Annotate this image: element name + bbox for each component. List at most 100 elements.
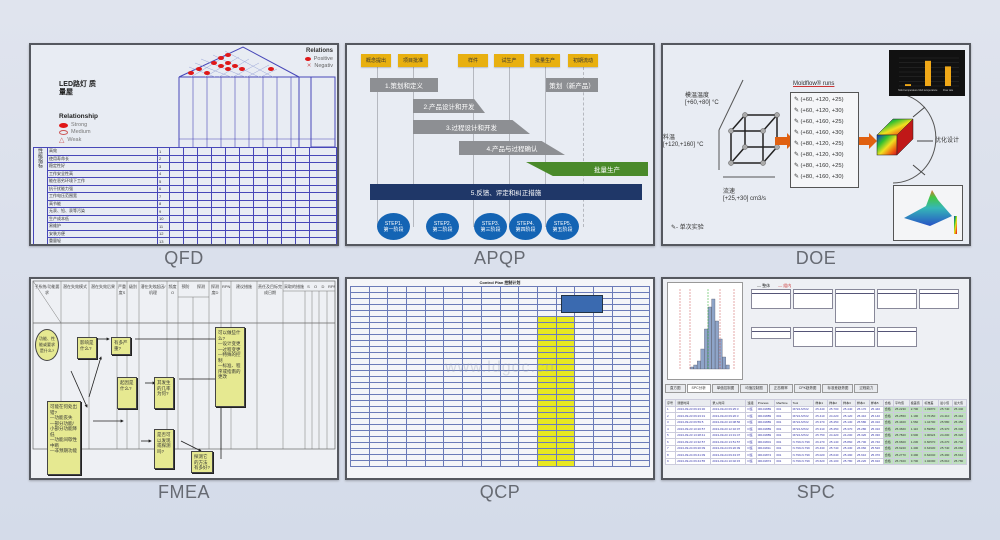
- spc-tab[interactable]: 正态概率: [768, 384, 793, 393]
- fmea-column-header: 严重度S: [118, 284, 126, 295]
- spc-cell: 25.780: [841, 457, 856, 465]
- phase-3: 3.过程设计和开发: [413, 120, 530, 134]
- spc-tab[interactable]: 过程能力: [854, 384, 879, 393]
- fmea-column-header: 潜在失效起因/机理: [140, 284, 166, 295]
- qfd-requirement: 无汞、铅、汞等污染: [47, 207, 158, 216]
- qfd-row-number: 3: [157, 162, 170, 171]
- phase-production: 批量生产: [526, 162, 648, 176]
- step-5: STEP5.第五阶段: [546, 213, 579, 240]
- qfd-row-number: 10: [157, 214, 170, 223]
- spc-cell: 合格: [882, 457, 894, 465]
- qcp-row: [350, 418, 650, 425]
- fmea-column-header: S: [307, 284, 310, 289]
- experiment-icon: ✎: [794, 97, 801, 103]
- histogram-bar: [711, 298, 716, 370]
- fmea-column-header: 子系统/功能要求: [34, 284, 60, 295]
- milestone-approval: 项目批准: [398, 54, 428, 67]
- runs-list: ✎ (+60, +120, +25)✎ (+60, +120, +30)✎ (+…: [790, 92, 859, 188]
- legend-weak: △Weak: [59, 137, 82, 144]
- fmea-column-header: 探测度D: [211, 284, 219, 295]
- fmea-column-header: 潜在失效后果: [91, 284, 115, 289]
- fmea-failure-box: 可能在何处出错? —功能丧失 —部分功能/小部分功能降低 —功能间歇性中断 —非…: [47, 401, 81, 475]
- qcp-panel: Control Plan 控制计划 www.ldgdc.cn: [345, 277, 655, 480]
- qfd-requirement: 高节能: [47, 199, 158, 208]
- qcp-row: [350, 430, 650, 437]
- bar-label: Melt temperature: [919, 89, 939, 92]
- qfd-row-number: 1: [157, 147, 170, 156]
- histogram-bar: [725, 364, 730, 370]
- phase-2: 2.产品设计和开发: [413, 99, 485, 113]
- fmea-detection-box: 是否可以发现或探测吗?: [154, 429, 174, 469]
- qfd-requirement: 高效: [47, 147, 158, 156]
- flow-label: 流速[+25,+30] cm3/s: [723, 189, 767, 202]
- histogram-bar: [715, 320, 719, 370]
- spc-cell: 25.610: [938, 457, 954, 465]
- doe-caption: DOE: [795, 248, 837, 268]
- milestone-prototype: 样件: [458, 54, 488, 67]
- qfd-requirement: 稳定性好: [47, 162, 158, 171]
- qfd-caption: QFD: [164, 248, 204, 268]
- phase-planning-new: 策划（新产品）: [546, 78, 598, 92]
- fmea-effect-box: 影响是什么?: [77, 337, 97, 359]
- spc-caption: SPC: [796, 482, 836, 502]
- fmea-column-header: 采取的措施: [284, 284, 304, 289]
- spc-tab[interactable]: CPK趋势图: [793, 384, 822, 393]
- bar-0: [905, 84, 911, 86]
- qfd-requirement: 易维护: [47, 222, 158, 231]
- qfd-house-roof: [178, 46, 336, 148]
- qfd-row-group: 性能指标: [33, 147, 48, 244]
- spc-tab[interactable]: SPC分析: [686, 384, 711, 393]
- spc-tab[interactable]: 直方图: [665, 384, 686, 393]
- qfd-requirement: 生产成本低: [47, 214, 158, 223]
- negative-icon: ✕: [306, 63, 312, 69]
- spc-cell: 001: [774, 457, 792, 465]
- milestone-concept: 概念提出: [361, 54, 391, 67]
- doe-legend: ✎- 单次实验: [671, 225, 704, 231]
- fmea-action-box: 可以做些什么? —设计变更 —过程变更 —特殊的控制 —标准、程序或指南的更改: [215, 327, 245, 407]
- step-4: STEP4.第四阶段: [509, 213, 542, 240]
- fmea-column-header: 责任及目标完成日期: [258, 284, 282, 295]
- moldflow-run: ✎ (+60, +120, +30): [794, 108, 844, 114]
- material-temp-label: 料温[+120,+160] °C: [663, 135, 704, 148]
- spc-cell: 25.910: [868, 457, 884, 465]
- qfd-row-number: 5: [157, 177, 170, 186]
- phase-5-feedback: 5.反馈、评定和纠正措施: [370, 184, 642, 200]
- fmea-column-header: 级别: [129, 284, 137, 289]
- relation-positive: Positive: [304, 56, 333, 62]
- qcp-row: [350, 322, 650, 329]
- moldflow-run: ✎ (+80, +160, +30): [794, 174, 844, 180]
- fmea-cause-box: 起因是什么?: [117, 377, 137, 409]
- spc-cell: D班: [745, 457, 757, 465]
- experiment-icon: ✎: [794, 119, 801, 125]
- histogram-bar: [707, 306, 712, 370]
- qcp-title: Control Plan 控制计划: [479, 280, 521, 285]
- bar-label: Flow rate: [943, 89, 954, 92]
- qfd-requirement: 使用寿命长: [47, 154, 158, 163]
- doe-panel: 模温温度[+60,+80] °C 料温[+120,+160] °C 流速[+25…: [661, 43, 971, 246]
- spc-cell: N.799-N.799: [790, 457, 815, 465]
- spc-tab[interactable]: 单值控制图: [711, 384, 740, 393]
- spc-tab[interactable]: 标准差趋势图: [822, 384, 854, 393]
- runs-title: Moldflow® runs: [793, 81, 835, 87]
- spc-tab[interactable]: 均值控制图: [740, 384, 768, 393]
- fmea-function-oval: 功能、性能或要求是什么?: [35, 329, 59, 361]
- qfd-requirement: 工作电压范围宽: [47, 192, 158, 201]
- fmea-column-header: D: [321, 284, 325, 289]
